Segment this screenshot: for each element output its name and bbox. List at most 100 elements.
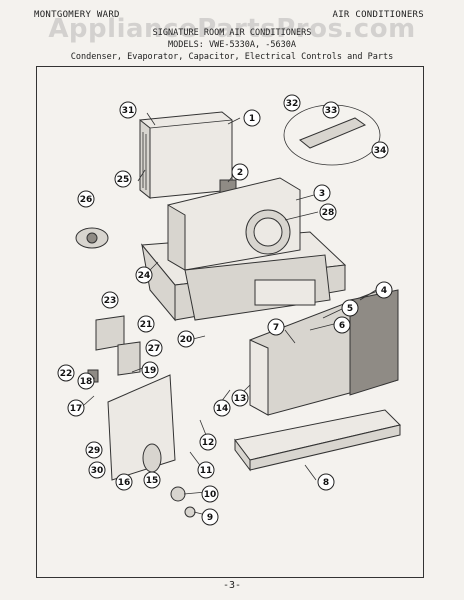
callout-number: 27 — [148, 344, 161, 354]
callout-33: 33 — [322, 101, 340, 119]
callout-number: 6 — [339, 321, 345, 331]
control-panel — [87, 315, 176, 481]
callout-number: 17 — [70, 404, 83, 414]
callout-number: 30 — [91, 466, 104, 476]
callout-34: 34 — [371, 141, 389, 159]
callout-number: 14 — [216, 404, 229, 414]
condenser-assembly — [139, 111, 233, 200]
callout-number: 12 — [202, 438, 215, 448]
callout-circle — [114, 170, 132, 188]
callout-2: 2 — [231, 163, 249, 181]
callout-number: 31 — [122, 106, 135, 116]
callout-number: 26 — [80, 195, 93, 205]
callout-circle — [231, 389, 249, 407]
callout-circle — [375, 281, 393, 299]
callout-4: 4 — [375, 281, 393, 299]
callout-5: 5 — [341, 299, 359, 317]
category-header: AIR CONDITIONERS — [332, 10, 424, 20]
callout-circle — [143, 471, 161, 489]
callout-25: 25 — [114, 170, 132, 188]
callout-27: 27 — [145, 339, 163, 357]
page-number: -3- — [222, 580, 242, 591]
callout-16: 16 — [115, 473, 133, 491]
callout-number: 7 — [273, 323, 279, 333]
callout-20: 20 — [177, 330, 195, 348]
section-description: Condenser, Evaporator, Capacitor, Electr… — [70, 52, 394, 62]
thermostat-knob — [75, 227, 109, 249]
chassis-partition — [167, 177, 301, 271]
control-knobs — [142, 443, 196, 518]
callout-10: 10 — [201, 485, 219, 503]
callout-circle — [341, 299, 359, 317]
callout-number: 29 — [88, 446, 101, 456]
callout-circle — [145, 339, 163, 357]
callout-number: 33 — [325, 106, 338, 116]
callout-number: 21 — [140, 320, 153, 330]
callout-circle — [101, 291, 119, 309]
callout-26: 26 — [77, 190, 95, 208]
callout-30: 30 — [88, 461, 106, 479]
callout-number: 23 — [104, 296, 117, 306]
callout-15: 15 — [143, 471, 161, 489]
callout-number: 22 — [60, 369, 73, 379]
callout-circle — [177, 330, 195, 348]
callout-circle — [119, 101, 137, 119]
callout-number: 34 — [374, 146, 387, 156]
diagram-frame — [36, 66, 424, 578]
callout-circle — [333, 316, 351, 334]
callout-number: 13 — [234, 394, 247, 404]
callout-number: 4 — [381, 286, 387, 296]
callout-circle — [115, 473, 133, 491]
callout-circle — [77, 190, 95, 208]
callout-9: 9 — [201, 508, 219, 526]
callout-3: 3 — [313, 184, 331, 202]
callout-number: 3 — [319, 189, 325, 199]
callout-circle — [141, 361, 159, 379]
callout-circle — [267, 318, 285, 336]
callout-12: 12 — [199, 433, 217, 451]
callout-circle — [197, 461, 215, 479]
watermark-text: AppliancePartsPros.com — [48, 14, 416, 44]
callout-circle — [319, 203, 337, 221]
callout-number: 25 — [117, 175, 130, 185]
callout-circle — [322, 101, 340, 119]
callout-23: 23 — [101, 291, 119, 309]
callout-circle — [67, 399, 85, 417]
callout-circle — [57, 364, 75, 382]
callout-24: 24 — [135, 266, 153, 284]
callout-8: 8 — [317, 473, 335, 491]
callout-circle — [201, 485, 219, 503]
callout-circle — [213, 399, 231, 417]
callout-32: 32 — [283, 94, 301, 112]
callout-circle — [313, 184, 331, 202]
callout-circle — [137, 315, 155, 333]
callout-29: 29 — [85, 441, 103, 459]
callout-19: 19 — [141, 361, 159, 379]
callout-number: 5 — [347, 304, 353, 314]
callout-number: 16 — [118, 478, 131, 488]
callout-circle — [283, 94, 301, 112]
models-line: MODELS: VWE-5330A, -5630A — [168, 40, 296, 50]
callout-number: 32 — [286, 99, 299, 109]
lower-compartment — [184, 254, 331, 321]
callout-21: 21 — [137, 315, 155, 333]
callout-number: 9 — [207, 513, 213, 523]
callout-6: 6 — [333, 316, 351, 334]
callout-number: 20 — [180, 335, 193, 345]
callout-number: 8 — [323, 478, 329, 488]
callout-circle — [199, 433, 217, 451]
callout-number: 15 — [146, 476, 159, 486]
callout-14: 14 — [213, 399, 231, 417]
callout-31: 31 — [119, 101, 137, 119]
drip-tray — [234, 409, 401, 472]
callout-number: 18 — [80, 377, 93, 387]
callout-13: 13 — [231, 389, 249, 407]
callout-number: 11 — [200, 466, 213, 476]
callout-7: 7 — [267, 318, 285, 336]
callout-circle — [243, 109, 261, 127]
callout-22: 22 — [57, 364, 75, 382]
evaporator-panel — [249, 289, 399, 416]
callout-17: 17 — [67, 399, 85, 417]
callout-circle — [231, 163, 249, 181]
